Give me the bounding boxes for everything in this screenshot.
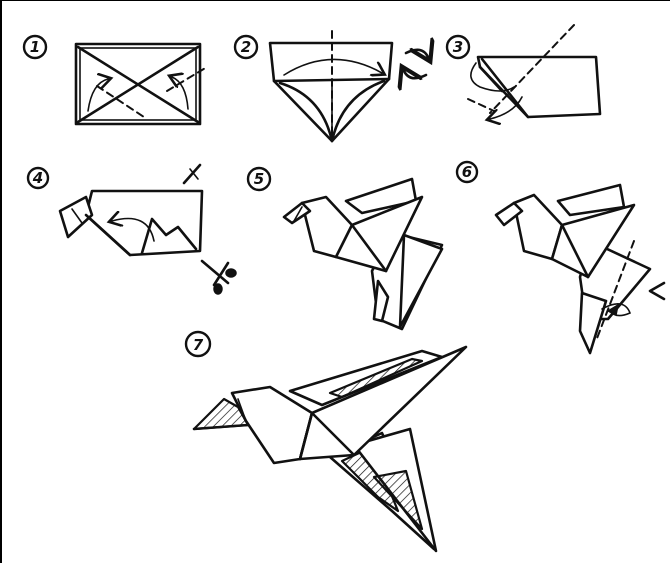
cut-mark-icon	[184, 165, 200, 183]
bird-shape-step-5	[284, 179, 442, 329]
step-number: 7	[193, 336, 204, 354]
bird-base-shape	[60, 191, 202, 255]
step-number: 3	[453, 38, 463, 56]
step-number-badge: 7	[186, 332, 210, 356]
step-1: 1	[24, 36, 207, 124]
step-number-badge: 1	[24, 36, 46, 58]
step-number-badge: 2	[235, 36, 257, 58]
step-number: 5	[254, 170, 264, 188]
step-6: 6	[457, 162, 664, 353]
paper-triangle-fold	[270, 31, 392, 141]
paper-rectangle	[76, 44, 207, 124]
folded-paper-shape	[478, 57, 600, 117]
step-number-badge: 4	[28, 168, 48, 188]
fold-arrow-icon	[172, 77, 188, 109]
step-number: 2	[241, 38, 251, 56]
step-4: 4	[28, 165, 236, 294]
step-5: 5	[248, 168, 442, 329]
finished-bird	[194, 347, 466, 551]
step-number-badge: 5	[248, 168, 270, 190]
turn-over-icon	[404, 50, 428, 78]
step-2: 2	[235, 31, 428, 141]
scissors-icon	[202, 261, 236, 294]
step-number: 1	[30, 38, 40, 56]
step-7: 7	[186, 332, 466, 551]
step-3: 3	[447, 25, 600, 119]
step-number: 6	[462, 163, 472, 181]
step-number-badge: 3	[447, 36, 469, 58]
step-number: 4	[32, 169, 43, 187]
step-number-badge: 6	[457, 162, 477, 182]
bird-shape-step-6	[496, 185, 650, 353]
